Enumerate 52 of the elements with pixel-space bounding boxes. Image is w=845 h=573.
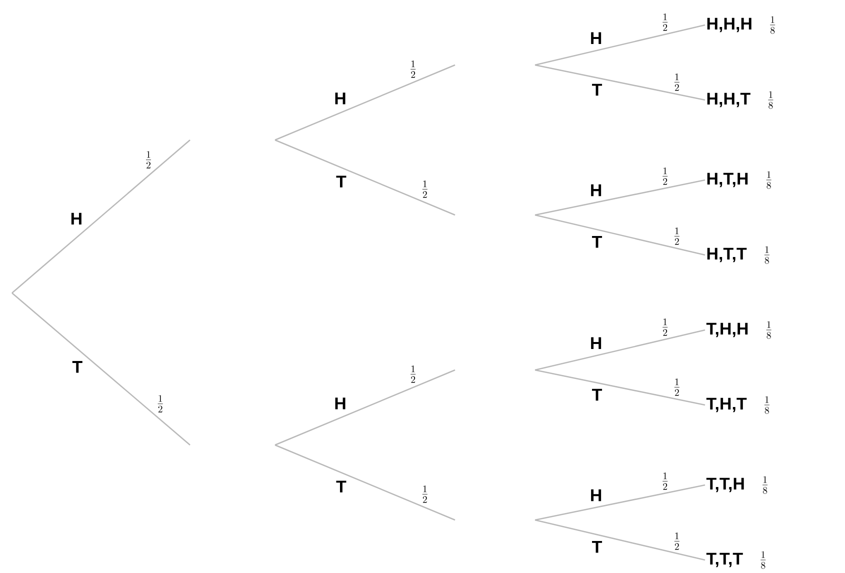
outcome-letter: H — [591, 489, 602, 502]
probability-label: $\frac{1}{2}$ — [662, 318, 668, 336]
outcome-letter: T — [592, 236, 602, 248]
probability-label: $\frac{1}{8}$ — [770, 16, 776, 34]
outcome-letter: T — [336, 480, 346, 492]
outcome-label: H,T,T — [707, 248, 747, 262]
branch-line — [534, 214, 706, 256]
branch-line — [534, 24, 706, 66]
probability-label: $\frac{1}{2}$ — [158, 395, 163, 412]
branch-line — [534, 64, 706, 101]
probability-label: $\frac{1}{2}$ — [674, 228, 680, 245]
outcome-letter: H — [591, 184, 602, 196]
probability-label: $\frac{1}{8}$ — [766, 171, 772, 189]
probability-label: $\frac{1}{8}$ — [762, 476, 768, 494]
probability-label: $\frac{1}{2}$ — [422, 180, 428, 198]
probability-label: $\frac{1}{2}$ — [410, 366, 416, 383]
probability-label: $\frac{1}{2}$ — [662, 472, 668, 490]
outcome-letter: H — [335, 398, 346, 410]
probability-label: $\frac{1}{2}$ — [422, 486, 428, 503]
probability-label: $\frac{1}{8}$ — [764, 246, 770, 264]
branch-line — [534, 329, 706, 371]
probability-label: $\frac{1}{2}$ — [674, 74, 680, 91]
outcome-letter: T — [72, 361, 82, 373]
outcome-letter: T — [336, 176, 346, 188]
branch-line — [534, 179, 706, 216]
probability-label: $\frac{1}{2}$ — [146, 151, 151, 168]
outcome-letter: T — [592, 84, 602, 96]
outcome-letter: H — [591, 337, 602, 349]
outcome-label: T,T,H — [706, 478, 744, 492]
outcome-letter: T — [592, 541, 602, 553]
probability-label: $\frac{1}{2}$ — [674, 532, 680, 550]
probability-label: $\frac{1}{2}$ — [662, 168, 668, 185]
outcome-label: T,H,T — [706, 398, 747, 412]
probability-label: $\frac{1}{8}$ — [760, 551, 766, 569]
outcome-label: T,H,H — [706, 322, 748, 338]
outcome-label: T,T,T — [706, 552, 743, 568]
outcome-label: H,T,H — [707, 172, 748, 188]
branch-line — [534, 484, 706, 521]
probability-label: $\frac{1}{2}$ — [662, 14, 668, 31]
probability-label: $\frac{1}{8}$ — [768, 91, 774, 109]
probability-label: $\frac{1}{2}$ — [410, 60, 416, 78]
probability-label: $\frac{1}{8}$ — [766, 321, 772, 339]
probability-label: $\frac{1}{8}$ — [764, 396, 770, 414]
outcome-letter: H — [335, 92, 346, 104]
outcome-letter: H — [71, 212, 82, 225]
outcome-letter: H — [591, 32, 602, 44]
outcome-label: H,H,H — [707, 18, 752, 32]
outcome-letter: T — [592, 388, 602, 401]
branch-line — [534, 519, 706, 561]
branch-line — [534, 369, 706, 406]
probability-label: $\frac{1}{2}$ — [674, 378, 680, 396]
outcome-label: H,H,T — [707, 92, 750, 108]
